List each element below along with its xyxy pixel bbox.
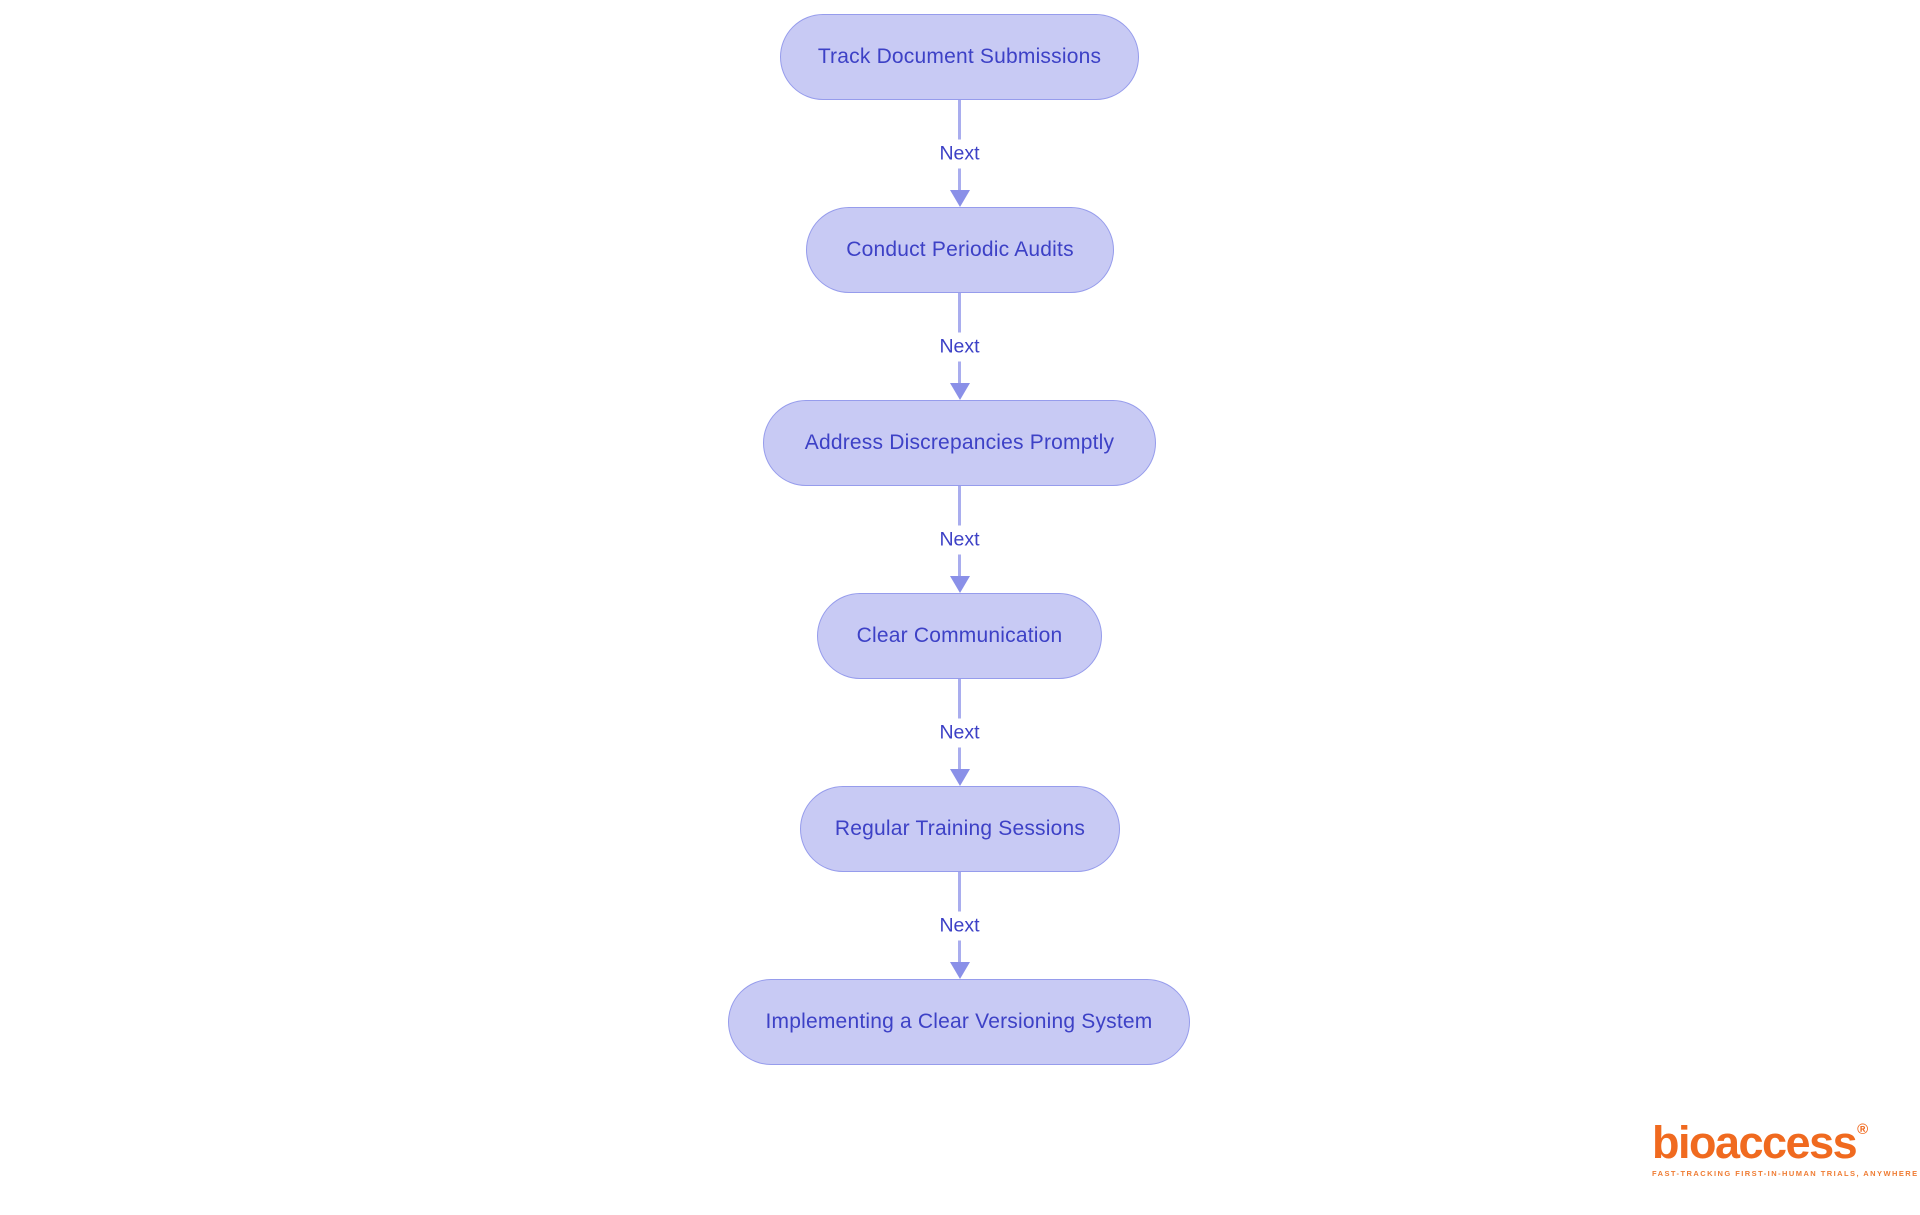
flow-node-track-document-submissions: Track Document Submissions	[780, 14, 1139, 100]
arrow-down-icon	[949, 962, 970, 979]
flow-arrow-3: Next	[929, 486, 990, 593]
bioaccess-logo: bioaccess ® FAST-TRACKING FIRST-IN-HUMAN…	[1652, 1117, 1919, 1178]
flow-node-label: Address Discrepancies Promptly	[804, 431, 1115, 454]
flow-arrow-1: Next	[929, 100, 990, 207]
flow-arrow-2: Next	[929, 293, 990, 400]
flow-node-conduct-periodic-audits: Conduct Periodic Audits	[806, 207, 1114, 293]
flow-arrow-5: Next	[929, 872, 990, 979]
logo-brand-text: bioaccess	[1652, 1117, 1858, 1168]
flow-node-regular-training-sessions: Regular Training Sessions	[800, 786, 1120, 872]
flow-node-label: Regular Training Sessions	[834, 817, 1086, 840]
arrow-down-icon	[949, 769, 970, 786]
flow-node-clear-communication: Clear Communication	[817, 593, 1102, 679]
flow-node-implementing-clear-versioning-system: Implementing a Clear Versioning System	[728, 979, 1190, 1065]
edge-label-next: Next	[934, 911, 985, 940]
arrow-down-icon	[949, 576, 970, 593]
edge-label-next: Next	[934, 139, 985, 168]
flow-node-label: Clear Communication	[856, 624, 1063, 647]
flow-node-label: Track Document Submissions	[817, 45, 1102, 68]
flow-node-label: Conduct Periodic Audits	[846, 238, 1074, 261]
arrow-down-icon	[949, 383, 970, 400]
registered-trademark-icon: ®	[1857, 1121, 1869, 1138]
flow-node-address-discrepancies-promptly: Address Discrepancies Promptly	[763, 400, 1156, 486]
logo-tagline: FAST-TRACKING FIRST-IN-HUMAN TRIALS, ANY…	[1652, 1169, 1919, 1178]
edge-label-next: Next	[934, 525, 985, 554]
edge-label-next: Next	[934, 332, 985, 361]
arrow-down-icon	[949, 190, 970, 207]
edge-label-next: Next	[934, 718, 985, 747]
flow-node-label: Implementing a Clear Versioning System	[765, 1010, 1153, 1033]
flow-arrow-4: Next	[929, 679, 990, 786]
